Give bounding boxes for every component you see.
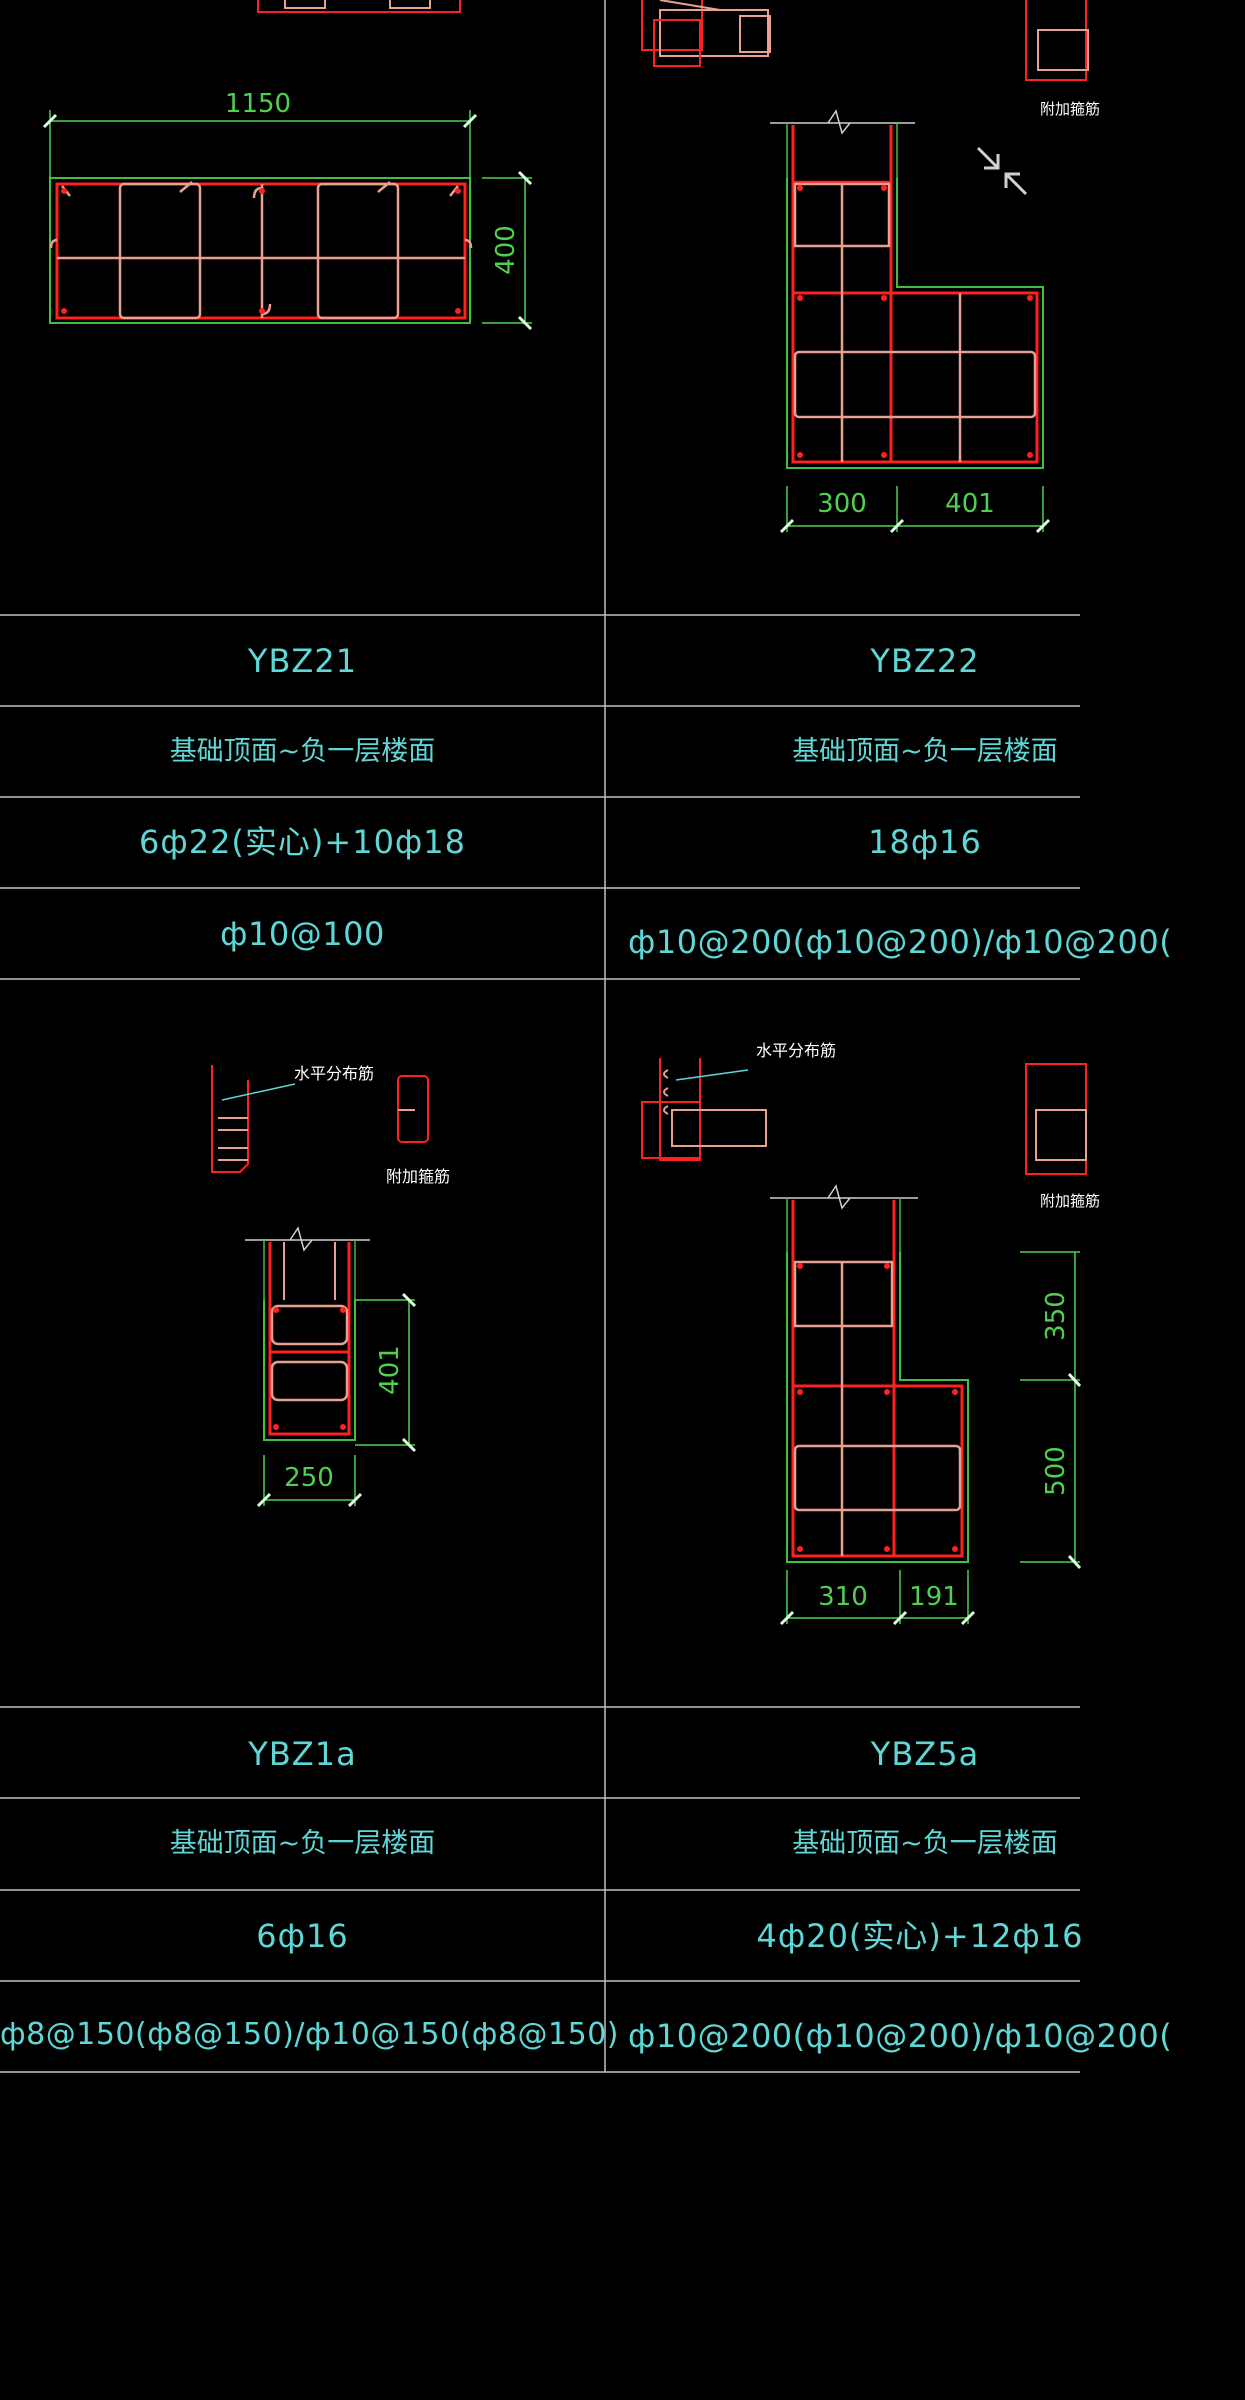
- ybz1a-stirrup: ф8@150(ф8@150)/ф10@150(ф8@150): [0, 2017, 619, 2052]
- ybz22-name: YBZ22: [870, 642, 980, 680]
- ybz5a-floor: 基础顶面~负一层楼面: [792, 1828, 1058, 1859]
- cad-drawing-canvas: 1150 400 300 401: [0, 0, 1089, 2073]
- ybz1a-floor: 基础顶面~负一层楼面: [169, 1828, 436, 1859]
- horizontal-bars-note-1: 水平分布筋: [294, 1064, 375, 1083]
- top-middle-partial-detail: [641, 0, 771, 67]
- ybz5a-detail-small: [641, 1058, 1087, 1175]
- ybz22-floor: 基础顶面~负一层楼面: [792, 736, 1058, 767]
- ybz1a-detail-small: [211, 1065, 429, 1173]
- ybz5a-section: 310 191 350 500: [770, 1184, 1082, 1626]
- ybz21-stirrup: ф10@100: [220, 915, 385, 953]
- ybz5a-lower-dim: 500: [1041, 1446, 1071, 1496]
- ybz1a-section: 401 250: [245, 1226, 417, 1508]
- ybz1a-height-dim: 401: [375, 1345, 405, 1395]
- ybz1a-rebar: 6ф16: [256, 1917, 349, 1955]
- ybz22-stirrup: ф10@200(ф10@200)/ф10@200(: [628, 923, 1173, 961]
- top-right-partial-detail: [1025, 0, 1089, 81]
- table-grid: [0, 0, 1080, 2073]
- ybz21-name: YBZ21: [247, 642, 358, 680]
- ybz21-height-dim: 400: [491, 225, 521, 275]
- additional-ties-note-top-right: 附加箍筋: [1040, 100, 1101, 118]
- ybz21-rebar: 6ф22(实心)+10ф18: [138, 823, 467, 861]
- additional-ties-note-1: 附加箍筋: [386, 1167, 451, 1186]
- ybz5a-name: YBZ5a: [870, 1735, 980, 1773]
- ybz22-section: 300 401: [770, 109, 1051, 534]
- ybz22-left-dim: 300: [817, 489, 867, 519]
- horizontal-bars-note-2: 水平分布筋: [756, 1041, 837, 1060]
- top-left-partial-detail: [257, 0, 461, 13]
- ybz5a-left-dim: 310: [818, 1582, 868, 1612]
- ybz5a-rebar: 4ф20(实心)+12ф16: [756, 1917, 1084, 1955]
- additional-ties-note-mid-right: 附加箍筋: [1040, 1192, 1101, 1210]
- ybz1a-width-dim: 250: [284, 1463, 334, 1493]
- ybz21-width-dim: 1150: [225, 89, 291, 119]
- ybz22-right-dim: 401: [945, 489, 995, 519]
- ybz21-floor: 基础顶面~负一层楼面: [169, 736, 436, 767]
- ybz5a-right-dim: 191: [909, 1582, 959, 1612]
- ybz21-section: 1150 400: [42, 89, 533, 331]
- ybz5a-upper-dim: 350: [1041, 1291, 1071, 1341]
- ybz5a-stirrup: ф10@200(ф10@200)/ф10@200(: [628, 2017, 1173, 2055]
- collapse-arrows-icon[interactable]: [976, 146, 1028, 196]
- ybz1a-name: YBZ1a: [248, 1735, 357, 1773]
- ybz22-rebar: 18ф16: [868, 823, 982, 861]
